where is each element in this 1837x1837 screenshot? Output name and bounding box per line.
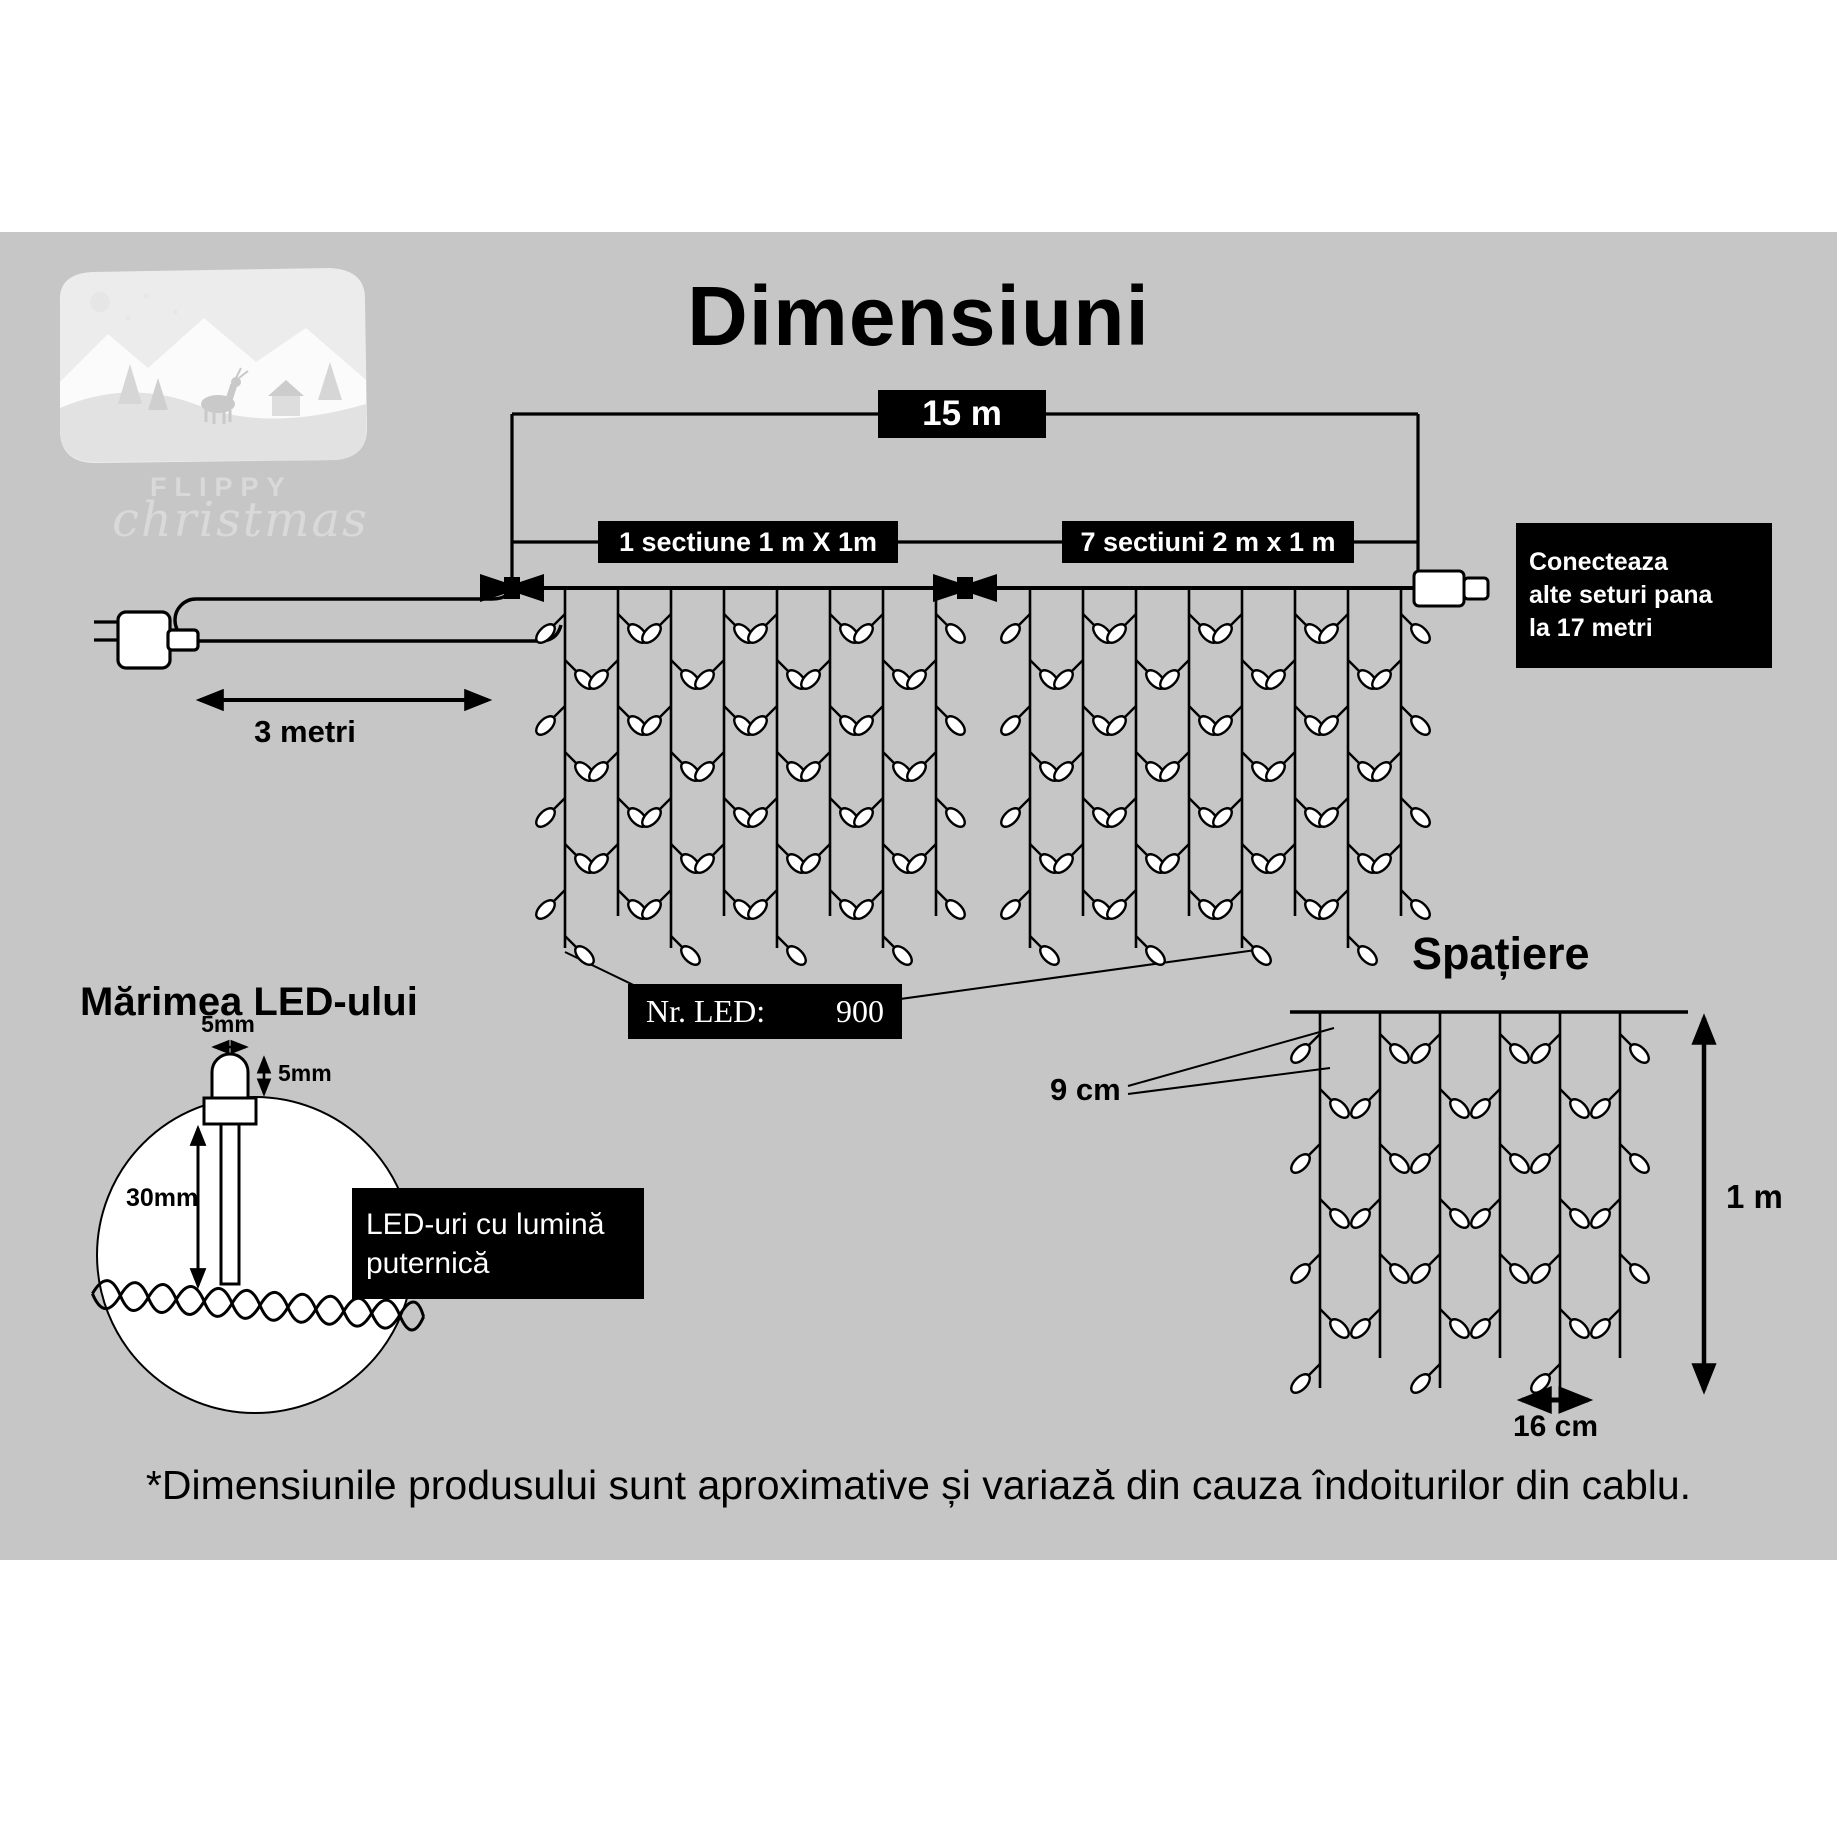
led-count-box: Nr. LED: 900 xyxy=(628,984,902,1039)
strand-gap-label: 16 cm xyxy=(1512,1410,1599,1443)
led-size-illustration xyxy=(91,1039,426,1414)
brand-script: christmas xyxy=(112,492,369,548)
power-plug-icon xyxy=(94,610,200,670)
section-left-label: 1 sectiune 1 m X 1m xyxy=(598,521,898,563)
curtain-section-1 xyxy=(535,590,966,966)
led-bulb-icon xyxy=(210,1052,250,1100)
led-count-label: Nr. LED: xyxy=(646,993,766,1029)
brand-name: FLIPPY xyxy=(150,472,293,502)
led-note-line: LED-uri cu lumină xyxy=(366,1207,605,1241)
tree-icon xyxy=(318,362,342,400)
drop-height-label: 1 m xyxy=(1726,1178,1783,1215)
led-count-value: 900 xyxy=(836,993,884,1029)
curtain-section-2 xyxy=(1000,590,1431,966)
curtain-lights xyxy=(535,590,1650,1394)
star-icon xyxy=(172,309,178,315)
star-icon xyxy=(125,315,131,321)
cable-braid xyxy=(91,1279,426,1332)
spacing-curtain xyxy=(1290,1012,1650,1394)
tree-icon xyxy=(148,378,168,410)
head-height-label: 5mm xyxy=(278,1060,332,1086)
moon-icon xyxy=(90,292,110,312)
tree-icon xyxy=(118,364,142,404)
total-length-label: 15 m xyxy=(878,390,1046,438)
star-icon xyxy=(143,293,149,299)
led-gap-pointers xyxy=(1127,1027,1335,1095)
lead-cable xyxy=(173,588,563,643)
spacing-title: Spațiere xyxy=(1412,928,1590,979)
connect-note-line: Conecteaza xyxy=(1529,548,1668,576)
page-title: Dimensiuni xyxy=(687,269,1150,363)
connector-left-icon xyxy=(480,574,544,602)
led-size-title: Mărimea LED-ului xyxy=(80,980,418,1024)
deer-icon xyxy=(201,367,249,424)
connect-note-line: la 17 metri xyxy=(1529,614,1653,642)
led-note-box: LED-uri cu lumină puternică xyxy=(352,1188,644,1299)
led-stem xyxy=(219,1122,241,1286)
connector-middle-icon xyxy=(933,574,997,602)
led-holder xyxy=(202,1096,258,1126)
house-icon xyxy=(268,380,304,416)
body-height-label: 30mm xyxy=(126,1184,199,1212)
lead-length-label: 3 metri xyxy=(254,714,356,749)
connect-note-box: Conecteaza alte seturi pana la 17 metri xyxy=(1516,523,1772,668)
head-width-label: 5mm xyxy=(201,1011,255,1037)
led-gap-label: 9 cm xyxy=(1050,1072,1121,1107)
logo-illustration xyxy=(59,268,368,463)
section-right-label: 7 sectiuni 2 m x 1 m xyxy=(1062,521,1354,563)
connect-note-line: alte seturi pana xyxy=(1529,581,1713,609)
disclaimer-text: *Dimensiunile produsului sunt aproximati… xyxy=(145,1462,1692,1508)
end-plug-icon xyxy=(1412,569,1490,608)
led-note-line: puternică xyxy=(366,1246,490,1280)
